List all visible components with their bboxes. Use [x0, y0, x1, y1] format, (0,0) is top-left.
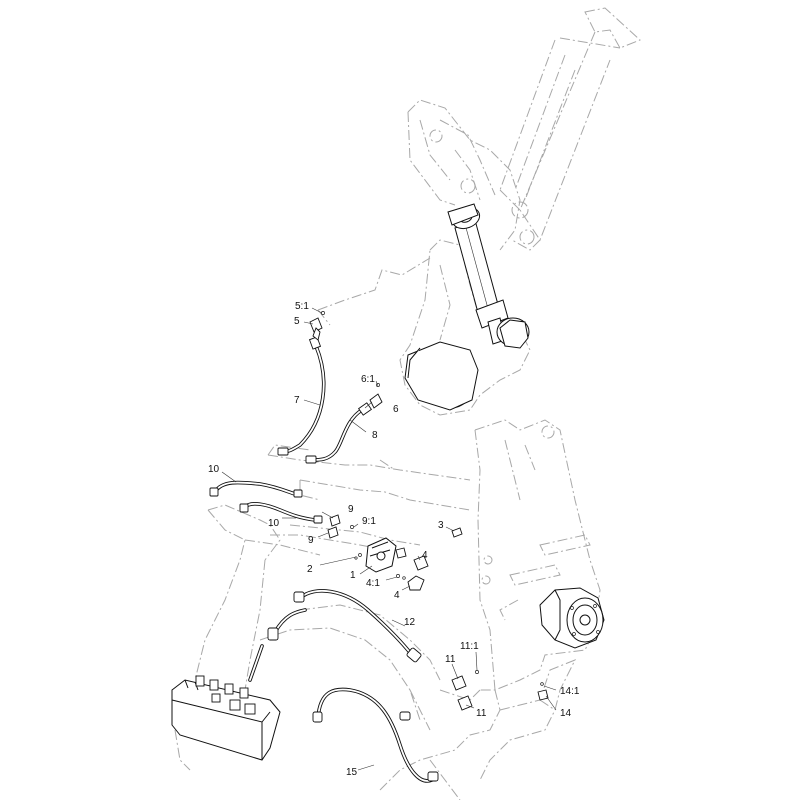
leader-lines: [221, 307, 557, 771]
callout-10-upper: 10: [208, 464, 220, 475]
elbow-4: [396, 555, 429, 591]
callout-9-upper: 9: [348, 504, 354, 515]
fitting-9: [327, 514, 354, 539]
hose-12: [248, 589, 422, 682]
callout-labels: 5:1 5 6:1 6 7 8 10 10 9 9 9:1 3 2 1 4 4:…: [208, 301, 580, 778]
hydraulic-motor: [539, 587, 605, 649]
callout-11-lower: 11: [476, 708, 487, 719]
callout-4-lower: 4: [394, 590, 400, 601]
valve-1: [354, 537, 407, 573]
callout-11-1: 11:1: [460, 641, 479, 652]
callout-5: 5: [294, 316, 300, 327]
callout-8: 8: [372, 430, 378, 441]
callout-5-1: 5:1: [295, 301, 309, 312]
phantom-frame-outline: [174, 7, 641, 800]
hose-10-lower: [239, 502, 323, 524]
callout-6-1: 6:1: [361, 374, 375, 385]
lift-cylinder: [404, 203, 530, 411]
hose-7: [277, 336, 326, 456]
fitting-14: [537, 682, 549, 701]
callout-1: 1: [350, 570, 356, 581]
callout-4-1: 4:1: [366, 578, 380, 589]
callout-14-1: 14:1: [560, 686, 580, 697]
hose-15: [312, 687, 439, 783]
callout-14: 14: [560, 708, 572, 719]
callout-4-upper: 4: [422, 550, 428, 561]
fitting-3: [451, 527, 463, 538]
callout-6: 6: [393, 404, 399, 415]
callout-7: 7: [294, 395, 300, 406]
callout-9-1: 9:1: [362, 516, 376, 527]
callout-10-lower: 10: [268, 518, 280, 529]
callout-11-upper: 11: [445, 654, 456, 665]
callout-15: 15: [346, 767, 358, 778]
hose-8: [305, 402, 373, 464]
fitting-6: [369, 383, 383, 409]
control-valve-block: [171, 675, 281, 761]
callout-12: 12: [404, 617, 416, 628]
hose-10-upper: [209, 480, 303, 498]
callout-3: 3: [438, 520, 444, 531]
callout-2: 2: [307, 564, 313, 575]
elbow-11: [451, 670, 479, 711]
callout-9-lower: 9: [308, 535, 314, 546]
